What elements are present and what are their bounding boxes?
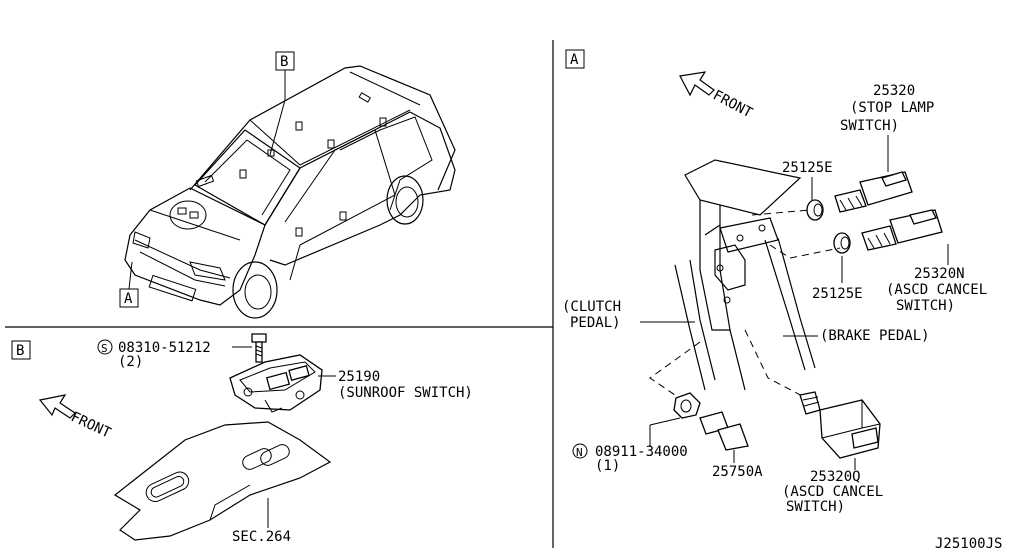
nut-top-icon <box>806 199 824 221</box>
nut-n-circle-label: N <box>576 446 583 459</box>
ascd-cancel-switch-q-icon <box>799 391 881 459</box>
sec-ref-label: SEC.264 <box>232 529 291 545</box>
nut-qty-label: (1) <box>595 458 620 474</box>
headliner-panel <box>113 421 332 541</box>
stop-lamp-part-label: 25320 <box>873 83 915 99</box>
diagram-code: J25100JS <box>935 536 1002 552</box>
panel-a-box <box>565 49 585 69</box>
nut-top-part-label: 25125E <box>782 160 833 176</box>
ascd-n-part-label: 25320N <box>914 266 965 282</box>
brake-label: (BRAKE PEDAL) <box>820 328 930 344</box>
sunroof-name-label: (SUNROOF SWITCH) <box>338 385 473 401</box>
ascd-cancel-switch-n-icon <box>861 209 943 251</box>
ascd-q-name-2: SWITCH) <box>786 499 845 515</box>
stop-lamp-name-2: SWITCH) <box>840 118 899 134</box>
clutch-label-1: (CLUTCH <box>562 299 621 315</box>
clutch-label-2: PEDAL) <box>570 315 621 331</box>
stopper-bolt-icon <box>699 411 749 451</box>
stop-lamp-name-1: (STOP LAMP <box>850 100 934 116</box>
ascd-q-name-1: (ASCD CANCEL <box>782 484 883 500</box>
ascd-q-part-label: 25320Q <box>810 469 861 485</box>
box-b-marker-label: B <box>280 54 288 70</box>
lock-nut-icon <box>673 392 701 419</box>
front-arrow-a-icon <box>679 71 715 97</box>
front-label-a: FRONT <box>710 87 755 121</box>
sunroof-part-label: 25190 <box>338 369 380 385</box>
pedal-bracket <box>674 159 816 391</box>
bolt-s-circle-icon <box>97 339 113 355</box>
bolt-part-label: 08310-51212 <box>118 340 211 356</box>
bolt-qty-label: (2) <box>118 354 143 370</box>
ascd-n-name-1: (ASCD CANCEL <box>886 282 987 298</box>
sunroof-switch-icon <box>229 354 323 413</box>
bolt-s-circle-label: S <box>101 342 108 355</box>
nut-bottom-icon <box>833 232 851 254</box>
panel-b-box <box>11 340 31 360</box>
front-label-b: FRONT <box>68 409 113 442</box>
nut-bottom-part-label: 25125E <box>812 286 863 302</box>
panel-b-label: B <box>16 343 24 359</box>
panel-a-label: A <box>570 52 579 68</box>
bolt-icon <box>251 333 267 363</box>
front-arrow-icon <box>38 394 76 419</box>
bolt-25750a-label: 25750A <box>712 464 763 480</box>
stop-lamp-switch-icon <box>834 171 913 213</box>
nut-part-label: 08911-34000 <box>595 444 688 460</box>
nut-n-circle-icon <box>572 443 588 459</box>
vehicle-drawing <box>124 65 456 319</box>
ascd-n-name-2: SWITCH) <box>896 298 955 314</box>
box-a-marker-label: A <box>124 291 133 307</box>
